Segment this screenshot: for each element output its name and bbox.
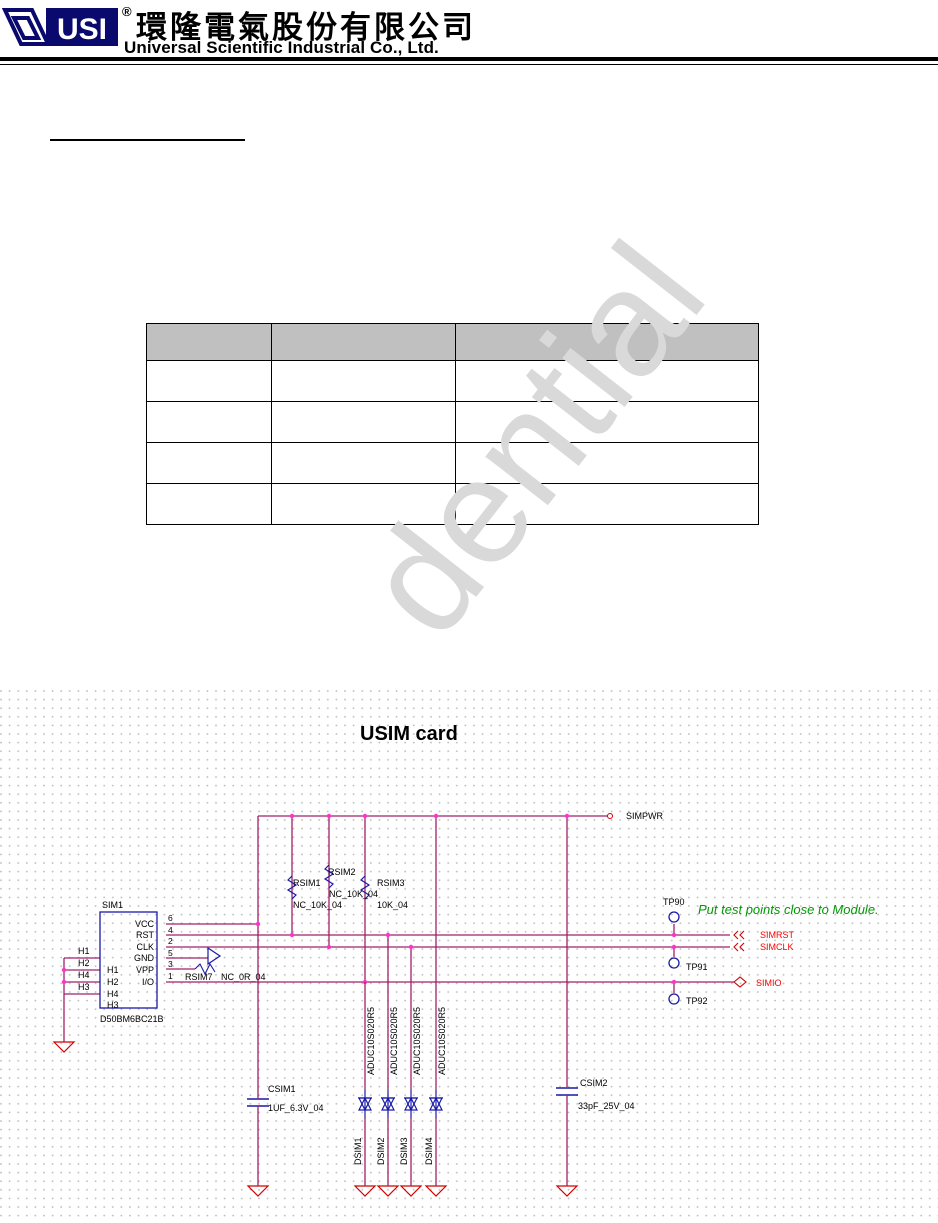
rsim1-ref: RSIM1 (293, 878, 321, 888)
table-cell (146, 442, 272, 484)
sim-connector-ref: SIM1 (102, 900, 123, 910)
table-row (146, 483, 759, 525)
dsim2-part: ADUC10S020R5 (389, 1007, 399, 1075)
resistor-rsim7: RSIM7 NC_0R_04 (185, 946, 266, 982)
rsim3-value: 10K_04 (377, 900, 408, 910)
tp90-label: TP90 (663, 897, 685, 907)
table-cell (455, 483, 759, 525)
table-cell (455, 442, 759, 484)
pin-h3: H3 (107, 1000, 119, 1010)
csim2-value: 33pF_25V_04 (578, 1101, 635, 1111)
schematic-title: USIM card (360, 723, 458, 745)
usi-logo-plate (46, 8, 118, 46)
net-label-simio: SIMIO (756, 978, 782, 988)
pin-table-header (455, 323, 759, 361)
schematic-grid (0, 690, 938, 1218)
pin-name-rst: RST (136, 930, 155, 940)
company-name-cn: 環隆電氣股份有限公司 (136, 10, 476, 45)
dsim2-ref: DSIM2 (376, 1137, 386, 1165)
dsim3-ref: DSIM3 (399, 1137, 409, 1165)
header-rule-thick (0, 57, 938, 61)
pin-h4: H4 (107, 989, 119, 999)
shield-label-h1: H1 (78, 946, 90, 956)
csim2-ref: CSIM2 (580, 1078, 608, 1088)
pin-table (146, 323, 759, 525)
net-arrows (733, 930, 747, 988)
pin-name-gnd: GND (134, 953, 155, 963)
company-name-en: Universal Scientific Industrial Co., Ltd… (124, 38, 439, 57)
pin-num-6: 6 (168, 913, 173, 923)
table-cell (146, 360, 272, 402)
usim-schematic: USIM card (0, 690, 938, 1218)
table-row (146, 442, 759, 484)
dsim1-part: ADUC10S020R5 (366, 1007, 376, 1075)
tvs-diode-symbols (358, 1090, 443, 1118)
rsim3-ref: RSIM3 (377, 878, 405, 888)
pin-num-2: 2 (168, 936, 173, 946)
sim-connector-body (99, 911, 158, 1009)
table-cell (270, 401, 457, 443)
header-rule-thin (0, 64, 938, 65)
table-row (146, 360, 759, 402)
pin-table-header (146, 323, 272, 361)
pin-table-header-row (146, 323, 759, 361)
dsim1-ref: DSIM1 (353, 1137, 363, 1165)
pin-num-4: 4 (168, 925, 173, 935)
sim-connector: SIM1 D50BM6BC21B VCC RST CLK GND VPP I/O… (78, 900, 173, 1024)
table-cell (146, 483, 272, 525)
table-cell (270, 483, 457, 525)
placement-note: Put test points close to Module. (698, 902, 879, 917)
dsim3-part: ADUC10S020R5 (412, 1007, 422, 1075)
tp91-label: TP91 (686, 962, 708, 972)
table-cell (270, 360, 457, 402)
junctions (61, 813, 677, 985)
dsim4-part: ADUC10S020R5 (437, 1007, 447, 1075)
net-label-simpwr: SIMPWR (626, 811, 663, 821)
rsim7-value: NC_0R_04 (221, 972, 266, 982)
net-label-simclk: SIMCLK (760, 942, 794, 952)
rsim2-ref: RSIM2 (328, 867, 356, 877)
pin-name-vpp: VPP (136, 965, 154, 975)
table-row (146, 401, 759, 443)
pin-name-vcc: VCC (135, 919, 155, 929)
rsim1-value: NC_10K_04 (293, 900, 342, 910)
page-header: USI ® 環隆電氣股份有限公司 Universal Scientific In… (0, 0, 938, 70)
test-points (668, 911, 680, 1005)
section-heading-underline (50, 139, 245, 141)
pin-h2: H2 (107, 977, 119, 987)
table-cell (455, 401, 759, 443)
usi-logo: USI (2, 8, 118, 46)
rsim7-ref: RSIM7 (185, 972, 213, 982)
pin-table-header (270, 323, 457, 361)
pin-num-1: 1 (168, 971, 173, 981)
pin-num-5: 5 (168, 948, 173, 958)
csim1-ref: CSIM1 (268, 1084, 296, 1094)
shield-label-h2: H2 (78, 958, 90, 968)
shield-label-h4: H4 (78, 970, 90, 980)
csim1-value: 1UF_6.3V_04 (268, 1103, 324, 1113)
table-cell (270, 442, 457, 484)
sim-connector-part: D50BM6BC21B (100, 1014, 164, 1024)
usi-logo-text: USI (57, 13, 107, 46)
registered-mark: ® (122, 4, 132, 19)
shield-label-h3: H3 (78, 982, 90, 992)
schematic-canvas: USIM card (0, 690, 938, 1218)
dsim4-ref: DSIM4 (424, 1137, 434, 1165)
table-cell (455, 360, 759, 402)
pin-num-3: 3 (168, 959, 173, 969)
pin-name-clk: CLK (136, 942, 154, 952)
rsim2-value: NC_10K_04 (329, 889, 378, 899)
pin-name-io: I/O (142, 977, 154, 987)
power-net-simpwr: SIMPWR (607, 811, 663, 821)
table-cell (146, 401, 272, 443)
usi-logo-mark (2, 8, 52, 46)
tp92-label: TP92 (686, 996, 708, 1006)
pin-h1: H1 (107, 965, 119, 975)
resistor-bodies (286, 864, 371, 900)
net-label-simrst: SIMRST (760, 930, 795, 940)
